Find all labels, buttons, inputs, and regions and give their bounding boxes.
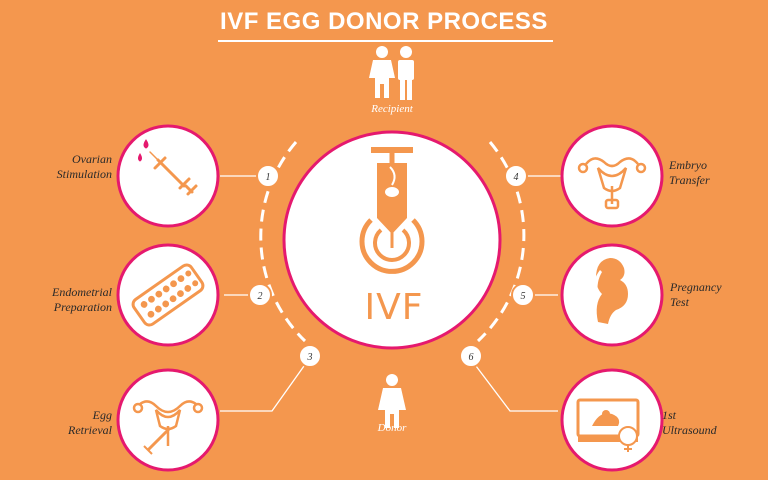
step-1-number: 1 xyxy=(266,172,271,183)
center-syringe-icon xyxy=(359,147,425,274)
step-4-number: 4 xyxy=(514,172,519,183)
page-title: IVF EGG DONOR PROCESS xyxy=(220,8,548,35)
recipient-label: Recipient xyxy=(371,103,413,115)
step-1-circle xyxy=(116,124,220,228)
step-3-circle xyxy=(116,368,220,472)
step-number-markers xyxy=(248,164,535,368)
step-2-label: Endometrial Preparation xyxy=(20,285,112,315)
woman-icon xyxy=(378,374,406,428)
step-6-number: 6 xyxy=(469,352,474,363)
step-4-label-line1: Embryo xyxy=(669,158,707,172)
step-5-label: Pregnancy Test xyxy=(670,280,760,310)
connector-lines xyxy=(220,175,562,412)
step-5-label-line1: Pregnancy xyxy=(670,280,722,294)
ultrasound-monitor-icon xyxy=(576,398,640,452)
step-3-label-line2: Retrieval xyxy=(68,423,112,437)
uterus-icon xyxy=(577,157,647,210)
step-4-label: Embryo Transfer xyxy=(669,158,759,188)
uterus-syringe-icon xyxy=(132,400,204,455)
step-5-label-line2: Test xyxy=(670,295,689,309)
center-label: IVF xyxy=(364,287,424,328)
syringe-icon xyxy=(138,139,198,196)
step-4-label-line2: Transfer xyxy=(669,173,710,187)
dashed-arc-left xyxy=(259,141,307,343)
step-1-label-line1: Ovarian xyxy=(72,152,112,166)
step-2-label-line2: Preparation xyxy=(53,300,112,314)
step-3-label-line1: Egg xyxy=(92,408,112,422)
step-2-circle xyxy=(116,243,220,347)
step-3-number: 3 xyxy=(307,352,313,363)
step-6-label: 1st Ultrasound xyxy=(662,408,754,438)
step-6-label-line1: 1st xyxy=(662,408,677,422)
step-5-number: 5 xyxy=(521,291,526,302)
donor-label: Donor xyxy=(377,422,407,434)
pregnant-woman-icon xyxy=(593,258,628,324)
step-3-label: Egg Retrieval xyxy=(20,408,112,438)
step-2-label-line1: Endometrial xyxy=(52,285,112,299)
title-underline xyxy=(218,40,553,42)
pill-blister-icon xyxy=(131,263,205,327)
couple-icon xyxy=(369,46,414,100)
step-1-label: Ovarian Stimulation xyxy=(20,152,112,182)
dashed-arc-right xyxy=(476,141,526,343)
step-2-number: 2 xyxy=(258,291,263,302)
step-1-label-line2: Stimulation xyxy=(56,167,112,181)
step-6-label-line2: Ultrasound xyxy=(662,423,717,437)
